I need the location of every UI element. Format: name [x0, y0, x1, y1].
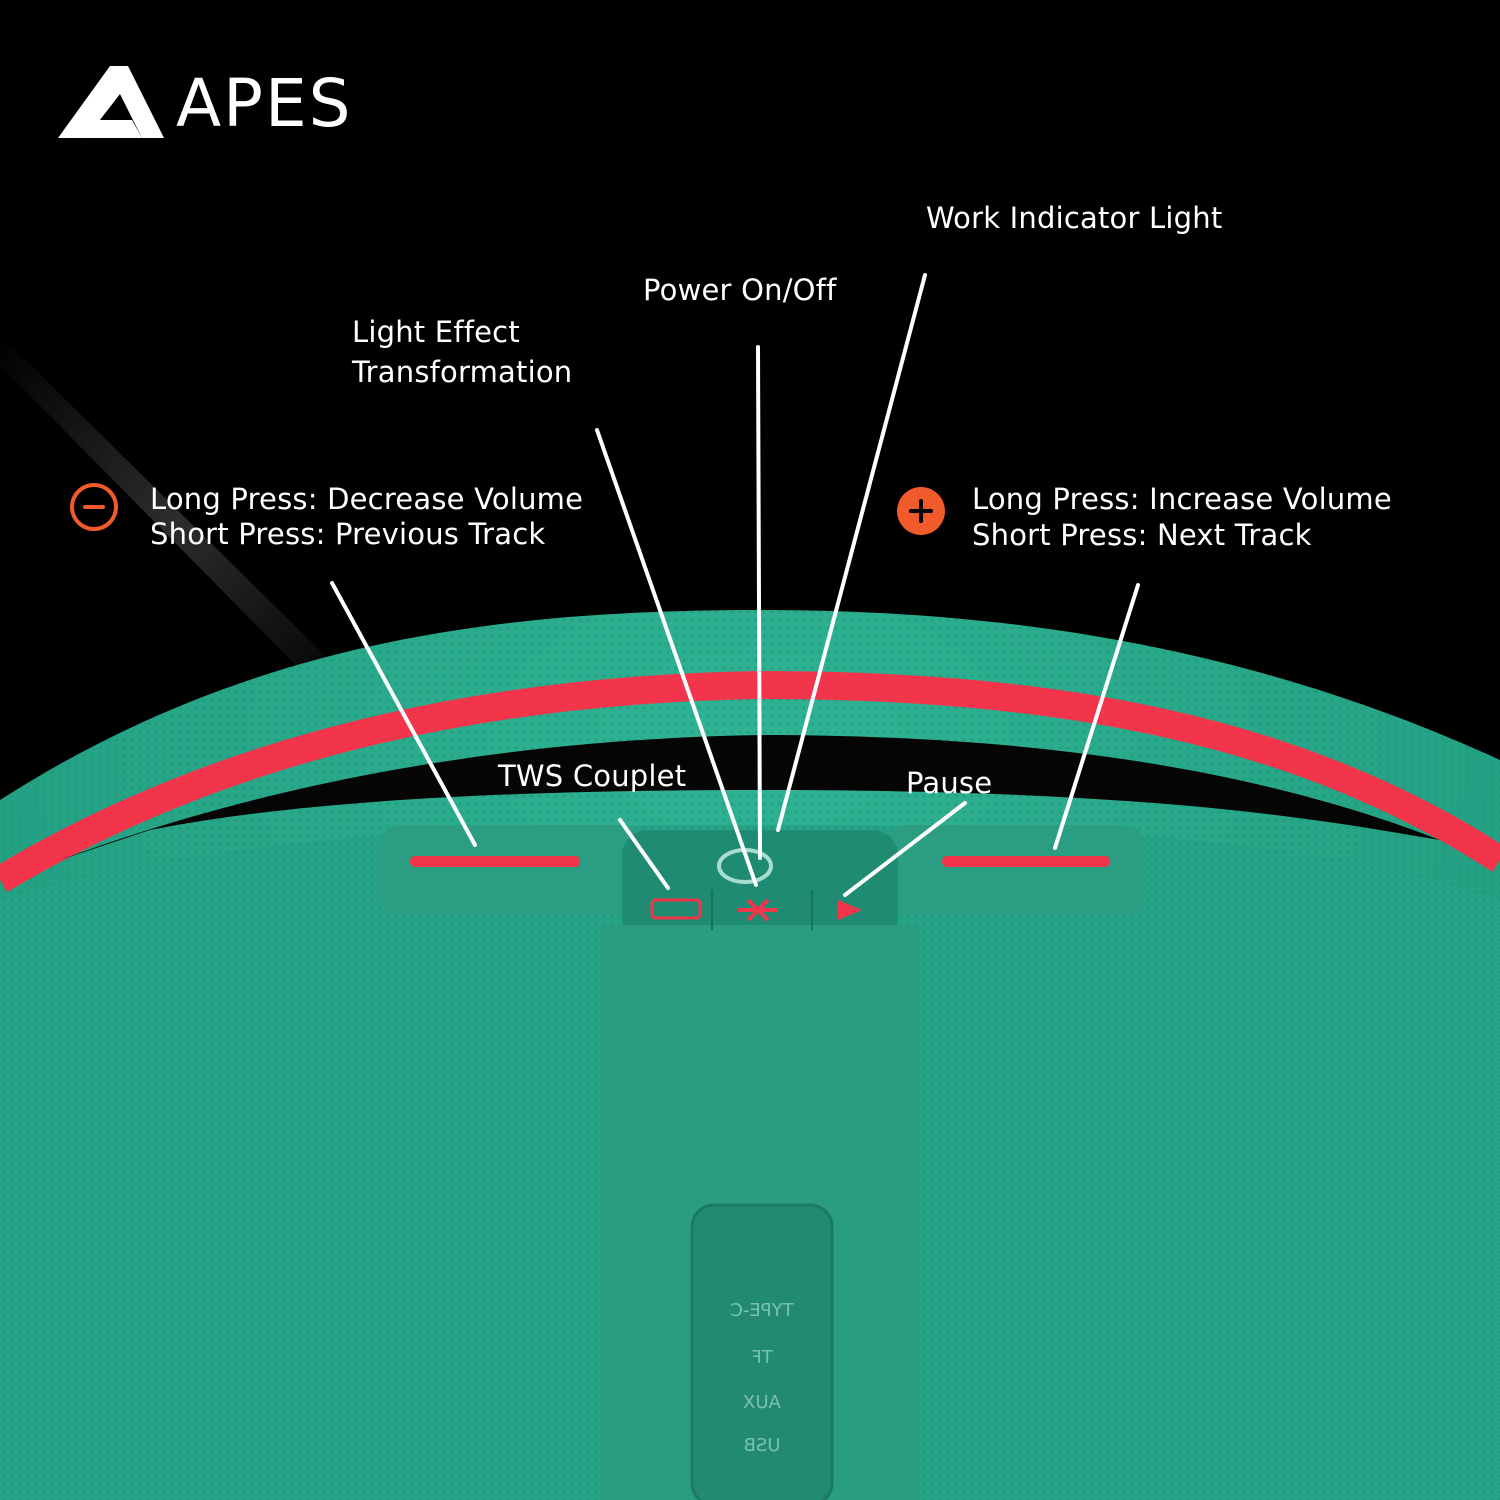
- control-panel-right: [885, 825, 1145, 915]
- light-effect-label-line2: Transformation: [352, 355, 573, 389]
- port-tf-label: TF: [751, 1347, 773, 1368]
- port-type-c-label: TYPE-C: [730, 1300, 794, 1321]
- control-panel-center: [622, 830, 898, 945]
- work-indicator-line: [776, 273, 927, 832]
- light-effect-button-icon[interactable]: [738, 898, 778, 922]
- pause-line: [843, 801, 967, 897]
- apes-logo-icon: [58, 66, 164, 138]
- pause-button-icon[interactable]: [838, 900, 862, 920]
- power-line: [756, 345, 762, 860]
- tws-line: [618, 818, 670, 890]
- volume-up-line: [1053, 583, 1140, 850]
- volume-down-line: [330, 581, 477, 847]
- port-aux-label: AUX: [743, 1392, 781, 1413]
- ring-recess: [60, 735, 1440, 860]
- port-usb-label: USB: [743, 1435, 781, 1456]
- callout-lines: [330, 273, 1140, 897]
- brand-name: APES: [176, 65, 353, 142]
- tws-button-icon[interactable]: [650, 898, 702, 920]
- port-cover: [690, 1203, 834, 1500]
- power-label: Power On/Off: [643, 273, 837, 307]
- light-effect-line: [595, 428, 758, 887]
- tws-label: TWS Couplet: [498, 759, 687, 793]
- volume-up-label-line1: Long Press: Increase Volume: [972, 482, 1392, 516]
- control-panel-left: [380, 825, 640, 915]
- work-indicator-label: Work Indicator Light: [926, 201, 1223, 235]
- minus-circle-icon: [70, 483, 118, 531]
- light-effect-label-line1: Light Effect: [352, 315, 520, 349]
- volume-up-button[interactable]: [942, 856, 1110, 867]
- volume-down-label-line1: Long Press: Decrease Volume: [150, 482, 584, 516]
- volume-up-label-line2: Short Press: Next Track: [972, 518, 1312, 552]
- plus-circle-icon: [897, 487, 945, 535]
- pause-label: Pause: [906, 766, 993, 800]
- light-streak: [0, 335, 360, 700]
- volume-down-label-line2: Short Press: Previous Track: [150, 517, 546, 551]
- volume-down-button[interactable]: [410, 856, 580, 867]
